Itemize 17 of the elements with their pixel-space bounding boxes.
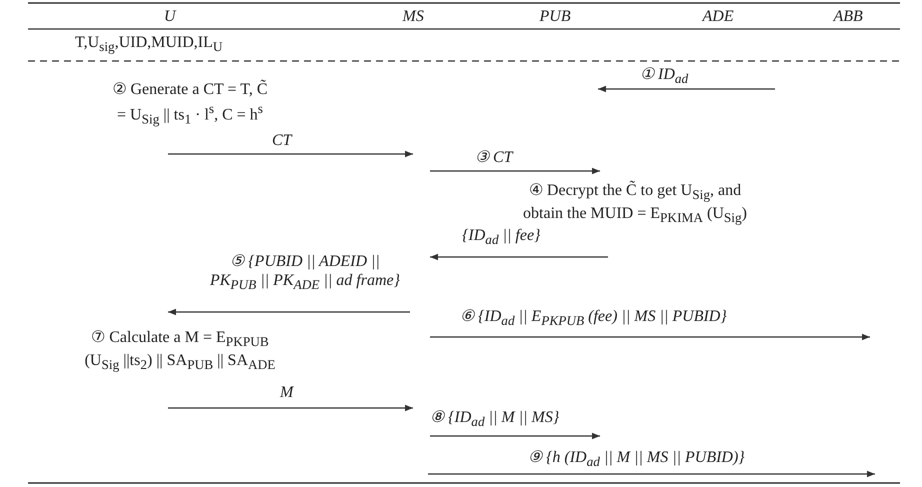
- message-label: ③ CT: [475, 148, 513, 167]
- message-label: ⑧ {ID$_{ad}$ || M || MS}: [430, 408, 560, 432]
- participant-heading: U: [164, 7, 176, 26]
- step-note: ② Generate a CT = T, C̃ = U$_{Sig}$ || ts$_{1}$ · l$^{s}$, C = h$^{s}$: [112, 80, 268, 129]
- variable-list: T,U$_{sig}$,UID,MUID,IL$_{U}$: [75, 33, 223, 56]
- participant-heading: ABB: [834, 7, 863, 26]
- step-note: ④ Decrypt the C̃ to get U$_{Sig}$, and obtain the MUID = E$_{PK}$$_{IMA}$ (U$_{Sig}$): [522, 181, 748, 228]
- participant-heading: ADE: [702, 7, 734, 26]
- message-label: ⑤ {PUBID || ADEID || PK$_{PUB}$ || PK$_{ADE}$ || ad frame}: [208, 252, 402, 294]
- message-label: ① ID$_{ad}$: [640, 65, 688, 88]
- participant-heading: MS: [402, 7, 424, 26]
- message-label: ⑨ {h (ID$_{ad}$ || M || MS || PUBID)}: [528, 448, 745, 472]
- message-label: ⑥ {ID$_{ad}$ || E$_{PK}$$_{PUB}$ (fee) || MS || PUBID}: [460, 307, 727, 330]
- message-label: M: [280, 383, 294, 402]
- message-label: {ID$_{ad}$ || fee}: [462, 226, 540, 250]
- participant-heading: PUB: [540, 7, 571, 26]
- message-label: CT: [272, 131, 292, 150]
